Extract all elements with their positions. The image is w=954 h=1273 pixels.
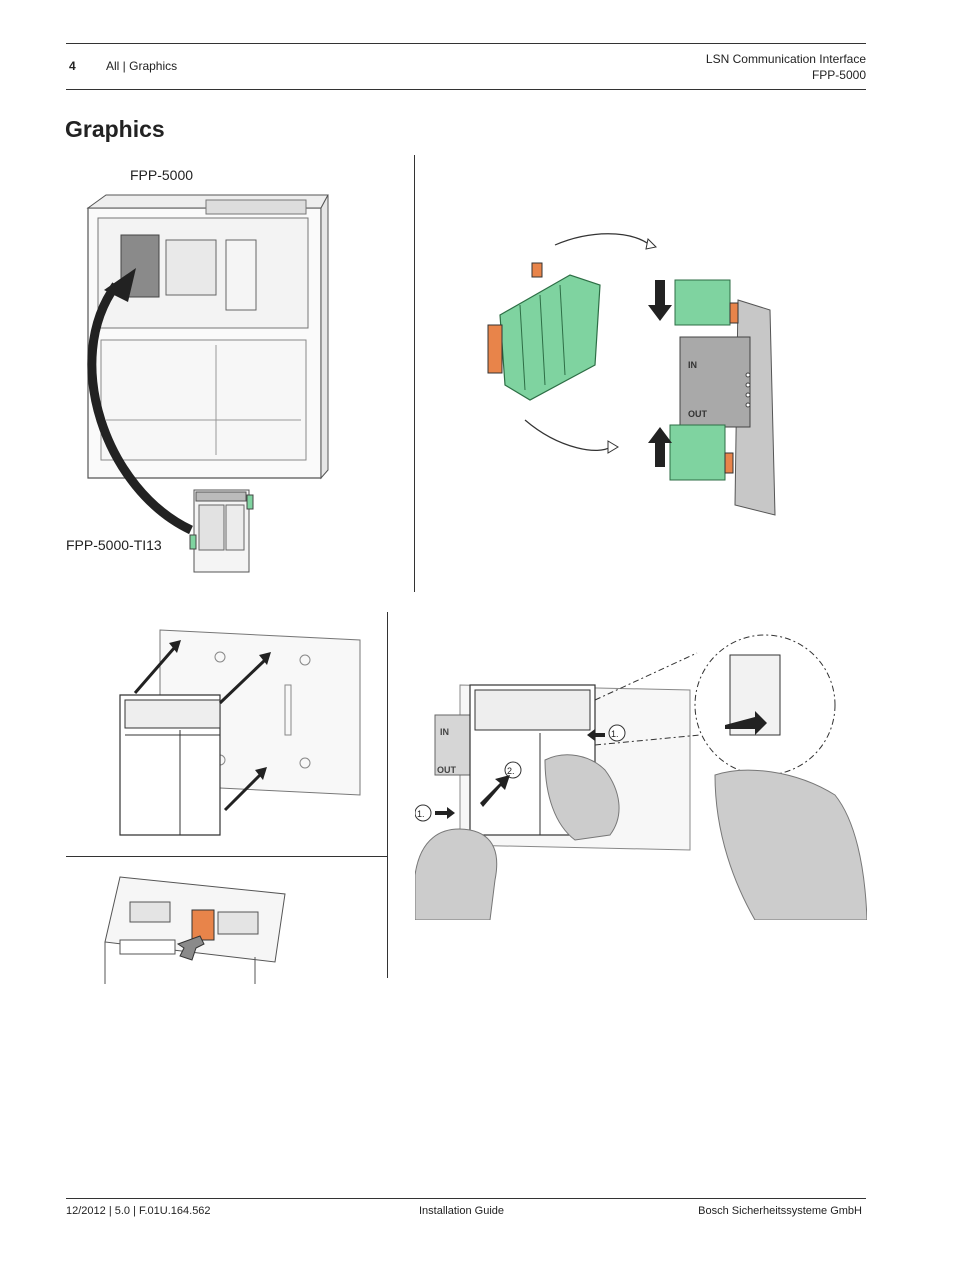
figure4-in-label: IN bbox=[440, 727, 449, 737]
page-title: Graphics bbox=[65, 116, 165, 142]
figure4-out-label: OUT bbox=[437, 765, 457, 775]
footer-rule bbox=[66, 1198, 866, 1199]
figure2-terminal-swap-illustration: IN OUT bbox=[487, 233, 776, 516]
footer-document-code: 12/2012 | 5.0 | F.01U.164.562 bbox=[66, 1205, 211, 1217]
figure1-label-bottom: FPP-5000-TI13 bbox=[66, 537, 162, 553]
footer-document-type: Installation Guide bbox=[419, 1205, 504, 1217]
figure2-in-label: IN bbox=[688, 360, 697, 370]
figure2-out-label: OUT bbox=[688, 409, 708, 419]
page-number: 4 bbox=[69, 59, 76, 73]
section-label: All | Graphics bbox=[106, 59, 178, 73]
figure3-rail-mounting-illustration bbox=[119, 629, 361, 836]
footer-company: Bosch Sicherheitssysteme GmbH bbox=[698, 1205, 862, 1217]
header-document-info: LSN Communication Interface FPP-5000 bbox=[706, 51, 866, 83]
document-title: LSN Communication Interface bbox=[705, 52, 866, 66]
figure4-step1-label: 1. bbox=[611, 729, 619, 739]
figure5-terminal-detail-illustration bbox=[104, 876, 286, 984]
header-bottom-rule bbox=[66, 89, 866, 90]
figure4-module-removal-illustration: IN OUT 1. 2. 1. bbox=[415, 634, 867, 920]
figure-divider-horizontal bbox=[66, 856, 387, 857]
figure-divider-vertical-top bbox=[414, 155, 415, 592]
product-name: FPP-5000 bbox=[811, 68, 866, 82]
header-top-rule bbox=[66, 43, 866, 44]
figure-divider-vertical-bottom bbox=[387, 612, 388, 978]
figure4-step2-label: 2. bbox=[507, 766, 515, 776]
figure1-housing-illustration bbox=[86, 194, 329, 573]
figure1-label-top: FPP-5000 bbox=[130, 167, 194, 183]
figure4-step1b-label: 1. bbox=[417, 809, 425, 819]
